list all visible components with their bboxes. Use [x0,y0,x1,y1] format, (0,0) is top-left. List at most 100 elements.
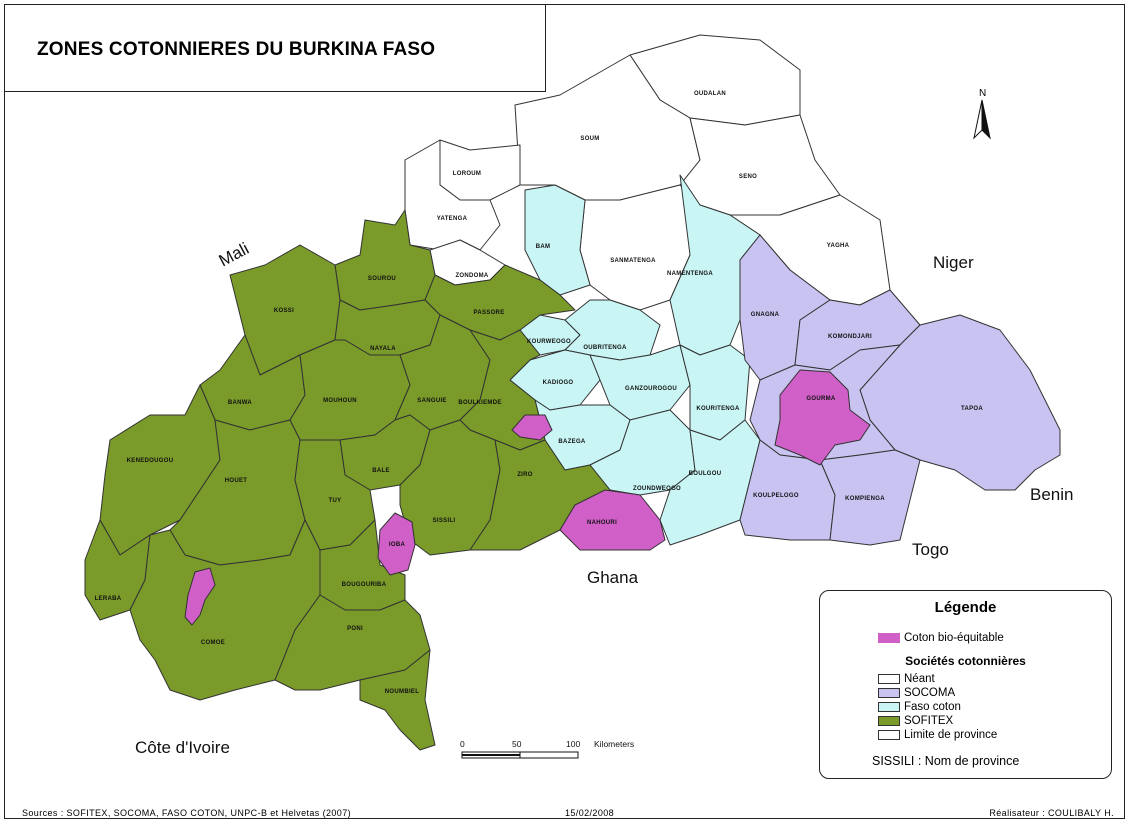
province-label-ganzourogou: GANZOUROGOU [625,386,677,392]
legend-note: SISSILI : Nom de province [872,754,1020,768]
province-label-kourweogo: KOURWEOGO [527,339,571,345]
bio-boulkiemde-area[interactable] [511,414,553,441]
province-label-gnagna: GNAGNA [751,312,780,318]
province-label-comoe: COMOE [201,640,225,646]
legend-swatch-sofitex [878,716,900,726]
province-label-yatenga: YATENGA [437,216,468,222]
province-label-passore: PASSORE [474,310,505,316]
country-label-niger: Niger [933,253,974,272]
province-label-leraba: LERABA [95,596,122,602]
province-labels: OUDALAN SOUM SENO LOROUM YATENGA ZONDOMA SANMA… [95,91,983,695]
province-label-ziro: ZIRO [517,472,533,478]
province-label-bale: BALE [372,468,390,474]
province-label-kenedougou: KENEDOUGOU [127,458,174,464]
province-label-gourma: GOURMA [806,396,835,402]
legend-title: Légende [934,599,997,616]
legend-label-faso-coton: Faso coton [904,701,961,713]
legend-item-neant: Néant [878,672,935,686]
province-label-boulgou: BOULGOU [689,471,722,477]
country-label-benin: Benin [1030,485,1073,504]
province-label-boulkiemde: BOULKIEMDE [458,400,501,406]
legend-swatch-limite [878,730,900,740]
province-label-kouritenga: KOURITENGA [696,406,740,412]
scale-unit: Kilometers [594,739,634,749]
legend-swatch-socoma [878,688,900,698]
zone-faso-coton [509,174,761,546]
province-label-poni: PONI [347,626,363,632]
country-label-mali: Mali [216,239,252,270]
province-label-houet: HOUET [225,478,248,484]
bio-comoe-area[interactable] [184,567,216,626]
zone-neant [404,34,891,311]
province-label-zondoma: ZONDOMA [455,273,488,279]
province-label-oubritenga: OUBRITENGA [583,345,627,351]
province-label-bam: BAM [536,244,551,250]
province-oubritenga[interactable] [564,299,661,361]
province-bam[interactable] [524,184,591,296]
province-label-tapoa: TAPOA [961,406,983,412]
zone-bio [184,369,871,626]
province-label-sanmatenga: SANMATENGA [610,258,656,264]
scale-bar: 0 50 100 Kilometers [460,739,634,759]
province-label-tuy: TUY [329,498,342,504]
province-nahouri[interactable] [559,489,666,551]
province-label-bougouriba: BOUGOURIBA [342,582,387,588]
province-label-banwa: BANWA [228,400,253,406]
province-label-bazega: BAZEGA [558,439,585,445]
footer-sources: Sources : SOFITEX, SOCOMA, FASO COTON, U… [22,808,352,818]
legend: Légende Coton bio-équitable Sociétés cot… [819,590,1112,779]
legend-swatch-bio [878,633,900,643]
province-label-zoundweogo: ZOUNDWEOGO [633,486,681,492]
title-box: ZONES COTONNIERES DU BURKINA FASO [4,4,546,92]
province-label-mouhoun: MOUHOUN [323,398,357,404]
legend-swatch-faso-coton [878,702,900,712]
legend-label-neant: Néant [904,673,935,685]
legend-label-sofitex: SOFITEX [904,715,954,727]
province-label-komondjari: KOMONDJARI [828,334,872,340]
legend-item-bio: Coton bio-équitable [878,631,1004,645]
province-kompienga[interactable] [819,449,921,546]
scale-tick-100: 100 [566,739,580,749]
scale-tick-0: 0 [460,739,465,749]
province-label-kadiogo: KADIOGO [543,380,574,386]
legend-item-faso-coton: Faso coton [878,700,961,714]
legend-subtitle: Sociétés cotonnières [905,654,1026,668]
legend-label-socoma: SOCOMA [904,687,956,699]
legend-item-limite: Limite de province [878,728,997,742]
province-loroum[interactable] [439,139,521,201]
province-label-yagha: YAGHA [827,243,850,249]
legend-item-socoma: SOCOMA [878,686,955,700]
north-arrow-icon: N [973,88,991,140]
footer-date: 15/02/2008 [565,808,615,818]
footer-author: Réalisateur : COULIBALY H. [989,808,1114,818]
province-label-nayala: NAYALA [370,346,396,352]
country-label-cote-ivoire: Côte d'Ivoire [135,738,230,757]
map-title: ZONES COTONNIERES DU BURKINA FASO [37,39,436,60]
legend-label-limite: Limite de province [904,729,998,741]
province-ioba[interactable] [377,512,416,576]
province-label-sissili: SISSILI [433,518,456,524]
province-noumbiel[interactable] [359,649,436,751]
legend-item-sofitex: SOFITEX [878,714,953,728]
province-label-noumbiel: NOUMBIEL [385,689,419,695]
legend-swatch-neant [878,674,900,684]
province-gourma[interactable] [774,369,871,466]
province-label-namentenga: NAMENTENGA [667,271,713,277]
legend-label-bio: Coton bio-équitable [904,632,1004,644]
province-label-kompienga: KOMPIENGA [845,496,885,502]
country-label-togo: Togo [912,540,949,559]
province-label-loroum: LOROUM [453,171,481,177]
province-label-soum: SOUM [580,136,599,142]
province-label-seno: SENO [739,174,757,180]
province-seno[interactable] [679,114,841,216]
province-label-koulpelogo: KOULPELOGO [753,493,799,499]
country-label-ghana: Ghana [587,568,639,587]
province-comoe[interactable] [129,519,321,701]
province-label-oudalan: OUDALAN [694,91,726,97]
province-label-sourou: SOUROU [368,276,396,282]
province-label-kossi: KOSSI [274,308,294,314]
scale-tick-50: 50 [512,739,522,749]
province-namentenga[interactable] [669,174,761,356]
province-label-nahouri: NAHOURI [587,520,617,526]
